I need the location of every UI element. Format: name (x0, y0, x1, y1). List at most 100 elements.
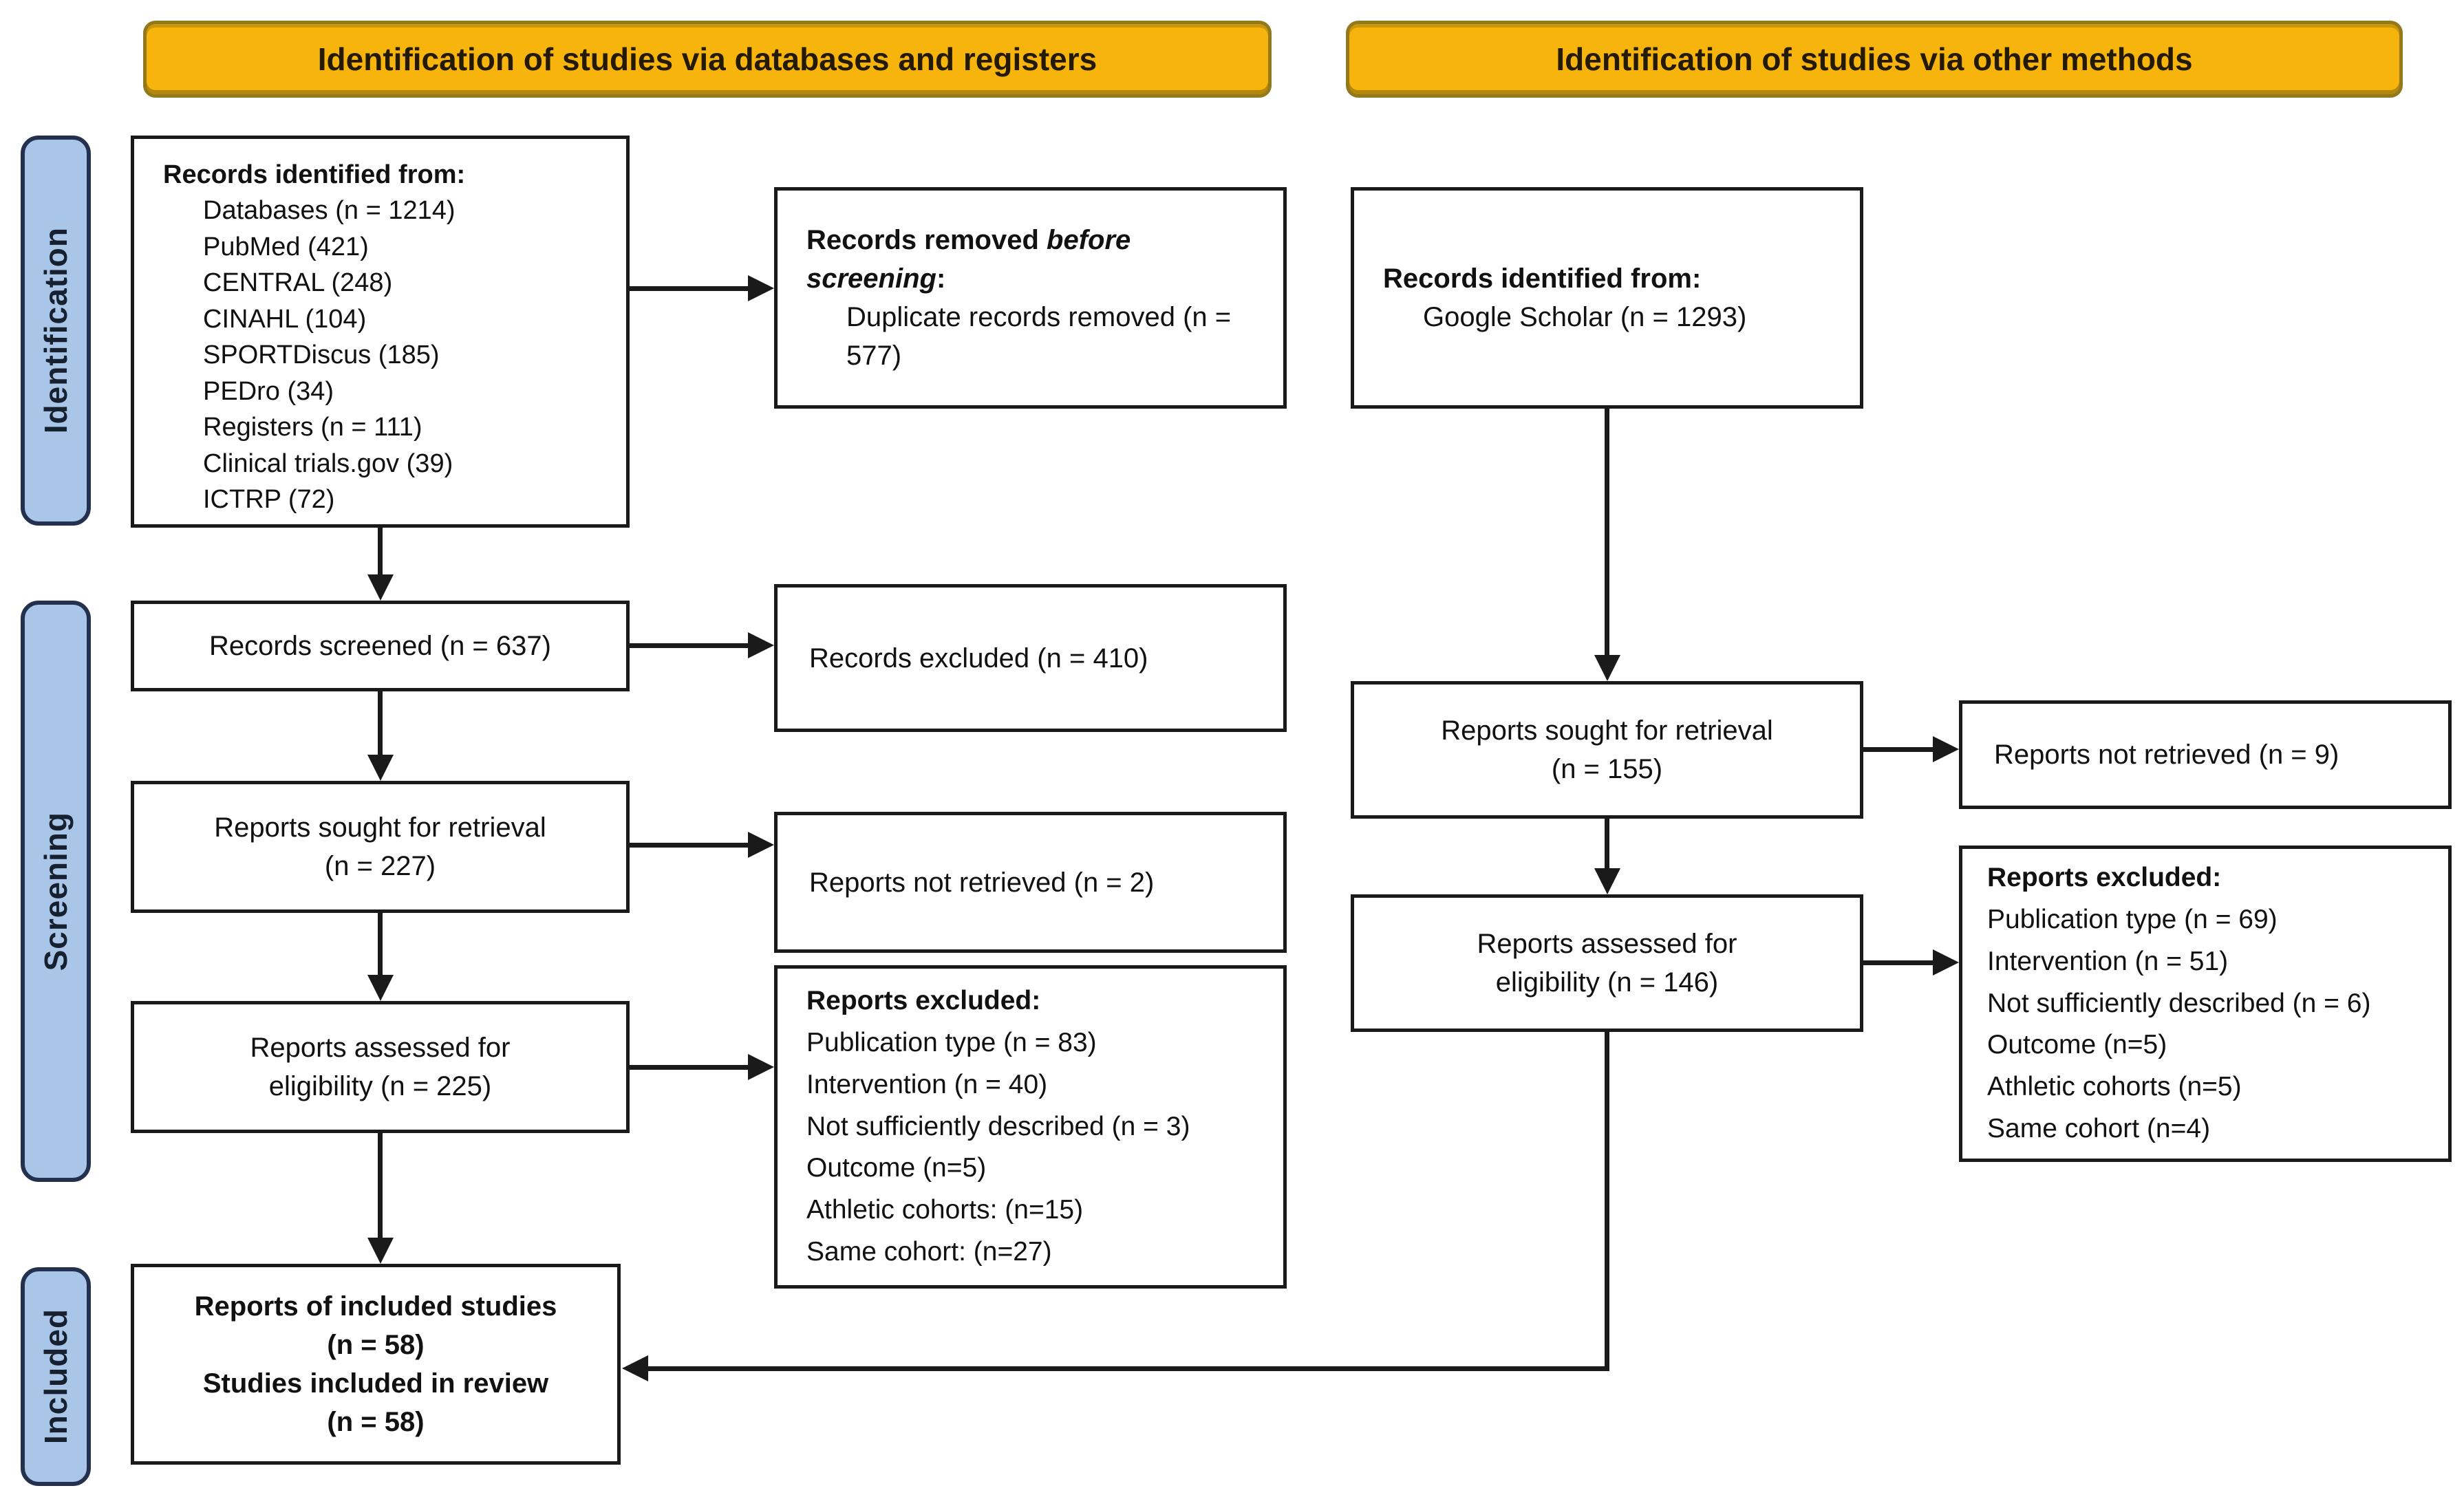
text-line: PEDro (34) (203, 376, 334, 406)
text-line: Studies included in review (202, 1368, 549, 1399)
text-line: Athletic cohorts: (n=15) (806, 1195, 1084, 1225)
sidebar-screening-label: Screening (38, 811, 74, 971)
arrow-identified-to-screened (378, 528, 383, 577)
text-line: ICTRP (72) (203, 484, 335, 514)
box-reports-not-retrieved-left: Reports not retrieved (n = 2) (774, 812, 1287, 953)
included-lines: Reports of included studies (n = 58) Studi… (195, 1287, 557, 1441)
reports-assessed-left-lines: Reports assessed for eligibility (n = 225… (250, 1028, 511, 1106)
arrowhead-assessed-to-excluded-left (748, 1054, 774, 1080)
reports-excluded-left-title: Reports excluded: (806, 986, 1041, 1016)
arrowhead-assessed-to-included (367, 1238, 394, 1264)
arrow-sought-to-assessed-left (378, 913, 383, 978)
text-line: SPORTDiscus (185) (203, 341, 440, 370)
text-line: Outcome (n=5) (1987, 1030, 2167, 1060)
arrowhead-right-branch-to-included (622, 1355, 648, 1381)
box-records-excluded: Records excluded (n = 410) (774, 584, 1287, 732)
arrowhead-sought-to-notretrieved-left (748, 832, 774, 858)
text-line: Clinical trials.gov (39) (203, 449, 453, 478)
text-line: eligibility (n = 146) (1495, 967, 1719, 998)
arrowhead-screened-to-sought (367, 755, 394, 781)
text-line: Same cohort: (n=27) (806, 1237, 1052, 1267)
records-removed-title-emphasis: before screening (806, 225, 1131, 294)
reports-not-retrieved-right-label: Reports not retrieved (n = 9) (1994, 740, 2339, 770)
reports-assessed-right-lines: Reports assessed for eligibility (n = 146… (1477, 925, 1737, 1002)
text-line: Reports sought for retrieval (1441, 715, 1773, 746)
box-included-studies: Reports of included studies (n = 58) Studi… (131, 1264, 621, 1465)
text-line: Reports assessed for (1477, 929, 1737, 959)
box-reports-excluded-left: Reports excluded: Publication type (n = … (774, 965, 1287, 1289)
arrow-assessed-right-down (1605, 1032, 1609, 1371)
box-title: Records identified from: (163, 160, 466, 189)
header-right-label: Identification of studies via other meth… (1556, 41, 2193, 77)
text-line: Reports of included studies (194, 1291, 557, 1322)
text-line: (n = 227) (324, 851, 436, 881)
google-scholar-title: Records identified from: (1383, 263, 1702, 294)
text-line: eligibility (n = 225) (268, 1071, 492, 1101)
arrow-screened-to-sought (378, 691, 383, 757)
reports-sought-left-lines: Reports sought for retrieval (n = 227) (214, 808, 546, 885)
records-removed-items: Duplicate records removed (n = 577) (806, 298, 1271, 375)
text-line: Athletic cohorts (n=5) (1987, 1072, 2242, 1102)
text-line: Outcome (n=5) (806, 1153, 987, 1183)
sidebar-identification: Identification (21, 136, 91, 526)
arrowhead-sought-to-assessed-right (1594, 868, 1620, 894)
text-line: (n = 58) (327, 1330, 425, 1360)
reports-excluded-right-items: Publication type (n = 69) Intervention (n… (1987, 899, 2436, 1150)
records-removed-title-suffix: : (936, 263, 946, 294)
text-line: CENTRAL (248) (203, 268, 393, 298)
arrowhead-sought-to-assessed-left (367, 975, 394, 1001)
box-reports-assessed-right: Reports assessed for eligibility (n = 146… (1351, 894, 1863, 1032)
box-reports-assessed-left: Reports assessed for eligibility (n = 225… (131, 1001, 630, 1133)
text-line: Not sufficiently described (n = 6) (1987, 988, 2371, 1018)
box-reports-excluded-right: Reports excluded: Publication type (n = … (1959, 846, 2452, 1162)
box-reports-not-retrieved-right: Reports not retrieved (n = 9) (1959, 700, 2452, 809)
sidebar-included-label: Included (38, 1308, 74, 1445)
reports-excluded-left-items: Publication type (n = 83)Intervention (n… (806, 1022, 1271, 1273)
sidebar-screening: Screening (21, 601, 91, 1182)
text-line: Reports assessed for (250, 1033, 511, 1063)
text-line: Intervention (n = 51) (1987, 946, 2229, 976)
text-line: Intervention (n = 40) (806, 1069, 1048, 1099)
box-records-screened: Records screened (n = 637) (131, 601, 630, 691)
text-line: Publication type (n = 69) (1987, 904, 2278, 934)
arrowhead-sought-to-notretrieved-right (1933, 736, 1959, 762)
arrow-assessed-to-excluded-right (1863, 960, 1936, 965)
arrow-assessed-to-included (378, 1133, 383, 1240)
arrow-sought-to-notretrieved-right (1863, 747, 1936, 752)
text-line: (n = 155) (1551, 754, 1663, 784)
records-identified-items: Databases (n = 1214) PubMed (421) CENTRAL … (163, 193, 626, 517)
text-line: Duplicate records removed (n = 577) (846, 302, 1232, 371)
arrow-scholar-to-sought (1605, 409, 1609, 658)
sidebar-identification-label: Identification (38, 227, 74, 434)
records-removed-title: Records removed before screening: (806, 221, 1271, 298)
reports-not-retrieved-left-label: Reports not retrieved (n = 2) (809, 867, 1155, 898)
text-line: Registers (n = 111) (203, 413, 422, 442)
records-removed-title-prefix: Records removed (806, 225, 1047, 255)
arrowhead-identified-to-removed (748, 275, 774, 301)
text-line: Reports sought for retrieval (214, 812, 546, 843)
header-left-label: Identification of studies via databases … (317, 41, 1097, 77)
text-line: Not sufficiently described (n = 3) (806, 1111, 1190, 1141)
arrow-screened-to-excluded (630, 643, 751, 648)
box-records-removed: Records removed before screening: Duplic… (774, 187, 1287, 409)
arrowhead-scholar-to-sought (1594, 655, 1620, 681)
box-reports-sought-left: Reports sought for retrieval (n = 227) (131, 781, 630, 913)
records-screened-label: Records screened (n = 637) (209, 631, 551, 661)
text-line: Google Scholar (n = 1293) (1423, 302, 1747, 332)
box-google-scholar: Records identified from: Google Scholar … (1351, 187, 1863, 409)
header-other-methods: Identification of studies via other meth… (1346, 21, 2403, 98)
text-line: Databases (n = 1214) (203, 196, 456, 226)
records-excluded-label: Records excluded (n = 410) (809, 643, 1148, 674)
arrow-sought-to-notretrieved-left (630, 843, 751, 848)
text-line: PubMed (421) (203, 232, 369, 261)
arrow-assessed-to-excluded-left (630, 1065, 751, 1070)
sidebar-included: Included (21, 1267, 91, 1486)
box-records-identified: Records identified from: Databases (n = … (131, 136, 630, 528)
arrow-sought-to-assessed-right (1605, 819, 1609, 871)
box-reports-sought-right: Reports sought for retrieval (n = 155) (1351, 681, 1863, 819)
reports-sought-right-lines: Reports sought for retrieval (n = 155) (1441, 711, 1772, 788)
text-line: Same cohort (n=4) (1987, 1114, 2211, 1144)
arrowhead-screened-to-excluded (748, 632, 774, 658)
text-line: (n = 58) (327, 1407, 425, 1437)
